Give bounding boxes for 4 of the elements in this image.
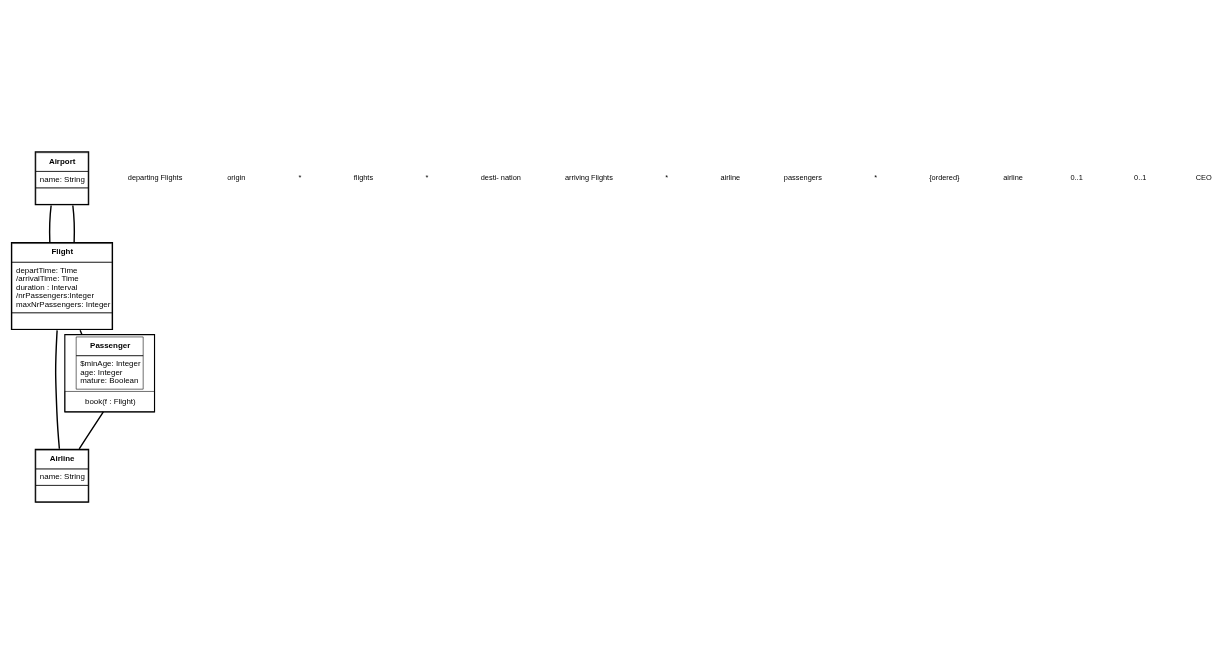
connector [48, 204, 52, 243]
connector [72, 204, 76, 243]
connector [54, 329, 61, 449]
connector [78, 410, 105, 449]
